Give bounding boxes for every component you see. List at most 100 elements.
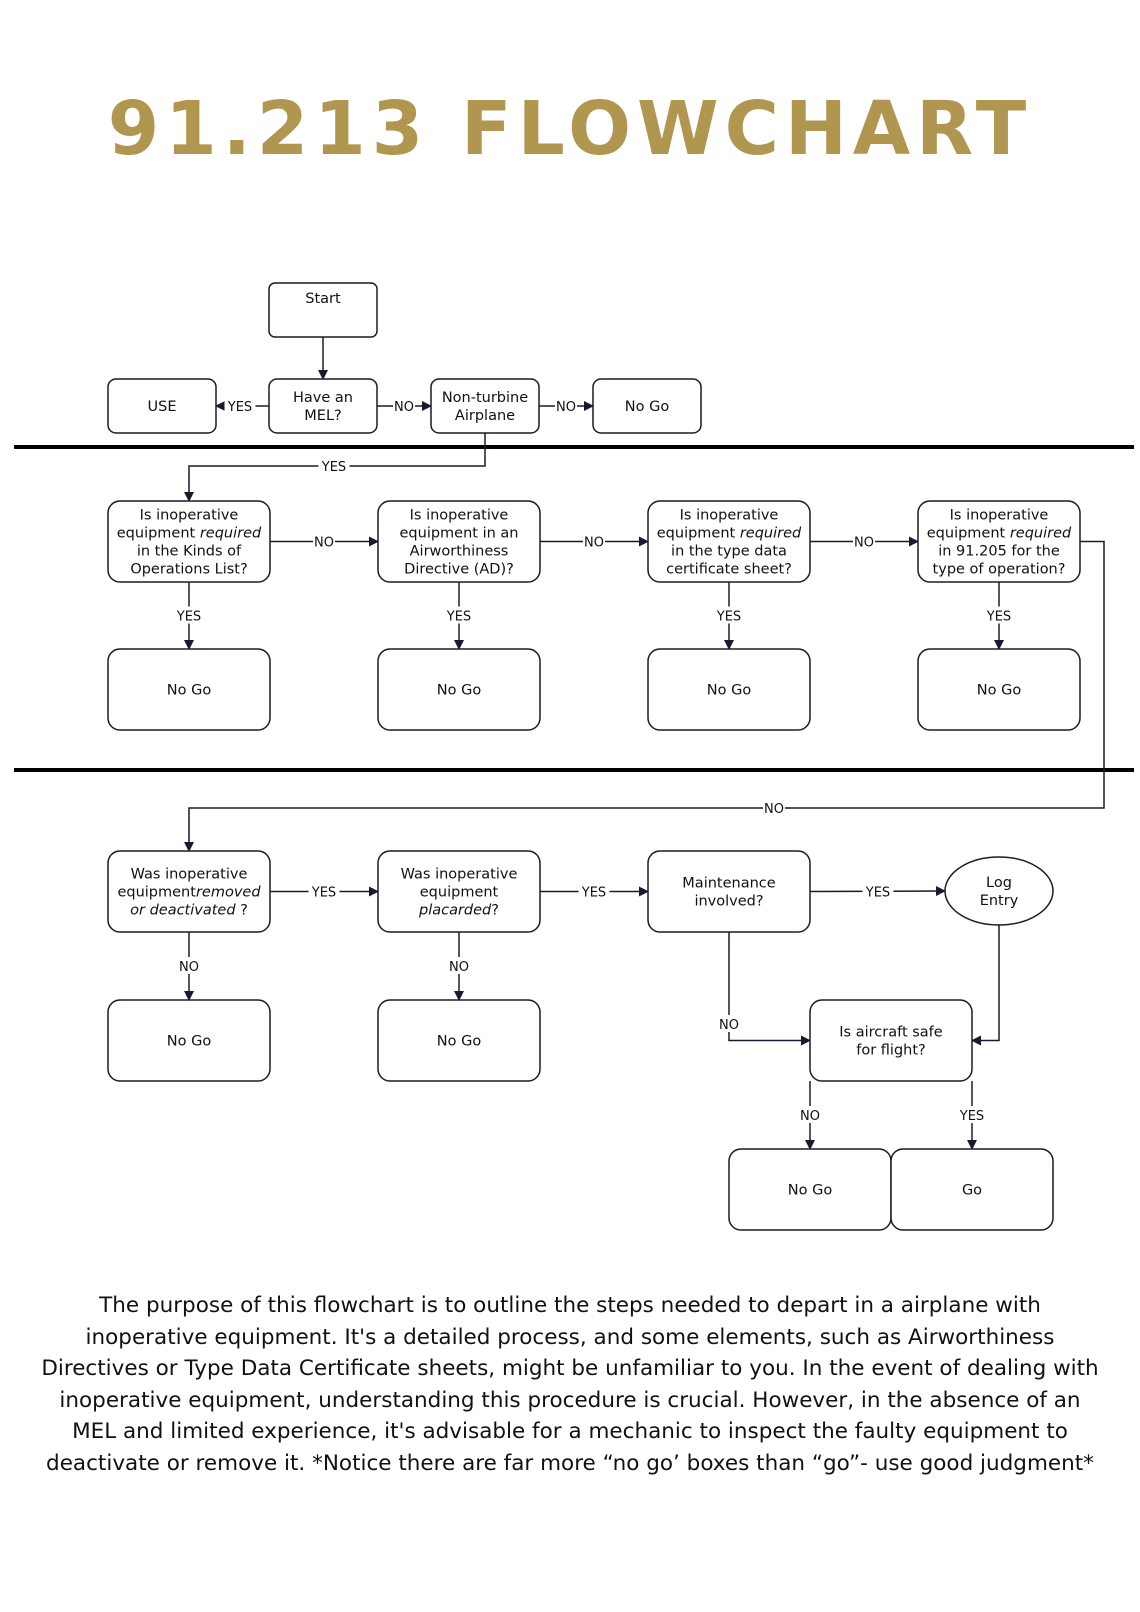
- node-shape: [107, 378, 217, 434]
- node-shape: [809, 999, 973, 1082]
- node-label-line: Directive (AD)?: [404, 562, 514, 578]
- node-nogo-top: No Go: [592, 378, 702, 434]
- edge-label-no: NO: [394, 400, 414, 415]
- node-label-line: or deactivated ?: [130, 903, 248, 919]
- node-go: Go: [890, 1148, 1054, 1231]
- edge-label-no: NO: [764, 802, 784, 817]
- node-nogo-6: No Go: [377, 999, 541, 1082]
- node-label-line: Go: [962, 1183, 982, 1199]
- edge-label-bg: [956, 1106, 988, 1123]
- node-shape: [647, 648, 811, 731]
- node-shape: [592, 378, 702, 434]
- edge-label-bg: [799, 1106, 821, 1123]
- node-nogo-7: No Go: [728, 1148, 892, 1231]
- node-label-line: certificate sheet?: [666, 562, 792, 578]
- node-label-line: for flight?: [856, 1043, 925, 1059]
- edge-label-bg: [862, 882, 894, 900]
- edge-label-no: NO: [179, 960, 199, 975]
- node-q-maint: Maintenance involved?: [647, 850, 811, 933]
- node-nogo-5: No Go: [107, 999, 271, 1082]
- node-label-line: equipment required: [657, 526, 802, 542]
- edge-log-to-safe: [971, 925, 1000, 1046]
- node-label-line: MEL?: [304, 408, 341, 424]
- node-shape: [268, 282, 378, 338]
- edge-label-bg: [224, 397, 256, 414]
- edge-label-bg: [313, 532, 335, 550]
- edge-label-bg: [718, 1015, 740, 1032]
- node-label-line: Was inoperative: [131, 867, 248, 883]
- node-label-line: Airworthiness: [410, 544, 509, 560]
- edge-label-bg: [583, 532, 605, 550]
- node-label-line: equipmentremoved: [117, 885, 261, 901]
- node-shape: [377, 648, 541, 731]
- edge-label-bg: [318, 457, 350, 474]
- node-label-line: Is inoperative: [950, 508, 1049, 524]
- node-label-line: Log: [986, 875, 1012, 891]
- node-label-line: No Go: [437, 1034, 482, 1050]
- edge-label-yes: YES: [716, 610, 741, 625]
- edge-label-bg: [578, 882, 610, 900]
- edge-label-yes: YES: [959, 1109, 984, 1124]
- node-label-line: Maintenance: [682, 876, 775, 892]
- node-shape: [377, 500, 541, 583]
- node-label-line: in the Kinds of: [137, 544, 242, 560]
- node-label-line: No Go: [625, 399, 670, 415]
- node-shape: [944, 856, 1054, 926]
- node-nogo-1: No Go: [107, 648, 271, 731]
- node-q-safe: Is aircraft safe for flight?: [809, 999, 973, 1082]
- node-shape: [107, 500, 271, 583]
- edge-label-bg: [173, 606, 205, 624]
- edge-label-bg: [983, 606, 1015, 624]
- node-label-line: Is aircraft safe: [839, 1025, 943, 1041]
- edge-label-bg: [448, 957, 470, 974]
- node-q-removed: Was inoperative equipmentremoved or deacti…: [107, 850, 271, 933]
- node-label-line: equipment required: [117, 526, 262, 542]
- node-shape: [430, 378, 540, 434]
- edge-label-yes: YES: [321, 460, 346, 475]
- description-text: The purpose of this flowchart is to outl…: [41, 1293, 1099, 1476]
- node-shape: [917, 500, 1081, 583]
- edge-label-yes: YES: [176, 610, 201, 625]
- node-nogo-2: No Go: [377, 648, 541, 731]
- edge-maint-no-safe: [728, 932, 811, 1046]
- node-label-line: Entry: [980, 893, 1019, 909]
- node-label-line: Is inoperative: [680, 508, 779, 524]
- node-label-line: Operations List?: [130, 562, 247, 578]
- edge-label-bg: [393, 397, 415, 414]
- node-shape: [647, 500, 811, 583]
- node-label-line: Was inoperative: [401, 867, 518, 883]
- node-label-line: No Go: [788, 1183, 833, 1199]
- node-label-line: Non-turbine: [442, 390, 528, 406]
- node-label-line: Start: [305, 291, 341, 307]
- edge-label-bg: [763, 799, 785, 816]
- node-label-line: equipment required: [927, 526, 1072, 542]
- edge-label-no: NO: [800, 1109, 820, 1124]
- edge-label-yes: YES: [446, 610, 471, 625]
- edge-label-yes: YES: [227, 400, 252, 415]
- node-label-line: No Go: [707, 683, 752, 699]
- node-shape: [268, 378, 378, 434]
- edge-91205-no-removed: [184, 540, 1105, 852]
- node-label-line: placarded?: [418, 903, 499, 919]
- node-label-line: Is inoperative: [410, 508, 509, 524]
- node-label-line: involved?: [694, 894, 763, 910]
- node-shape: [890, 1148, 1054, 1231]
- node-label-line: USE: [148, 399, 177, 415]
- edge-label-no: NO: [719, 1018, 739, 1033]
- edge-label-no: NO: [854, 536, 874, 551]
- edge-label-yes: YES: [865, 886, 890, 901]
- edge-label-no: NO: [449, 960, 469, 975]
- node-label-line: No Go: [437, 683, 482, 699]
- node-label-line: equipment in an: [400, 526, 519, 542]
- node-shape: [107, 999, 271, 1082]
- edge-label-bg: [308, 882, 340, 900]
- edge-label-bg: [443, 606, 475, 624]
- node-shape: [377, 850, 541, 933]
- node-label-line: Have an: [293, 390, 353, 406]
